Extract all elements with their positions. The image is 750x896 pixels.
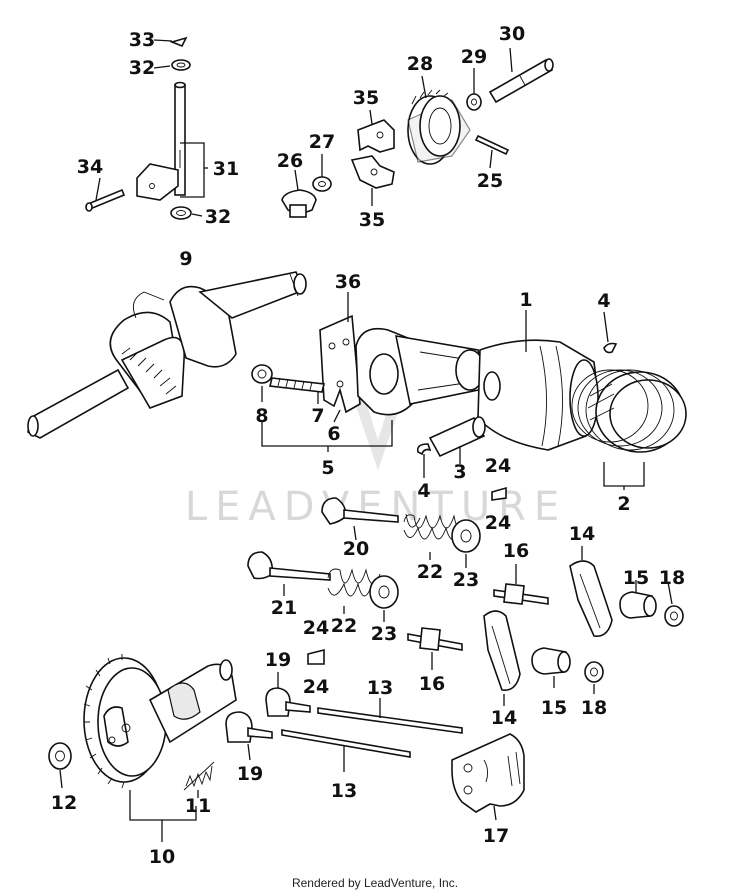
footer-credit: Rendered by LeadVenture, Inc. bbox=[291, 876, 459, 890]
part-29-washer bbox=[466, 93, 482, 111]
part-2-piston-rings bbox=[571, 369, 687, 490]
part-8-nut bbox=[251, 364, 273, 384]
callout-19-lower: 19 bbox=[237, 763, 263, 785]
callout-26: 26 bbox=[277, 150, 303, 172]
callout-34: 34 bbox=[77, 156, 103, 178]
callout-32-top: 32 bbox=[129, 57, 155, 79]
callout-labels: 33 32 34 31 32 26 27 35 35 28 29 30 25 9… bbox=[51, 23, 685, 868]
callout-28: 28 bbox=[407, 53, 433, 75]
callout-11: 11 bbox=[185, 795, 211, 817]
callout-12: 12 bbox=[51, 792, 77, 814]
governor-shaft-group bbox=[85, 36, 208, 220]
part-23-retainer-lower bbox=[369, 575, 399, 609]
part-19-tappet-upper bbox=[265, 687, 311, 717]
callout-15-lower: 15 bbox=[541, 697, 567, 719]
callout-33: 33 bbox=[129, 29, 155, 51]
part-1-piston bbox=[477, 339, 599, 451]
callout-3: 3 bbox=[453, 461, 466, 483]
callout-18-lower: 18 bbox=[581, 697, 607, 719]
part-24-keeper-lower bbox=[307, 648, 325, 665]
callout-30: 30 bbox=[499, 23, 525, 45]
callout-15-upper: 15 bbox=[623, 567, 649, 589]
callout-13-lower: 13 bbox=[331, 780, 357, 802]
governor-gear-group bbox=[281, 47, 554, 218]
callout-27: 27 bbox=[309, 131, 335, 153]
part-9-crankshaft bbox=[27, 271, 307, 439]
part-27-washer bbox=[312, 176, 332, 192]
callout-31: 31 bbox=[213, 158, 239, 180]
part-30-gear-shaft bbox=[488, 58, 554, 104]
part-16-adjust-screw-lower bbox=[407, 627, 463, 651]
part-20-exhaust-valve bbox=[321, 497, 399, 525]
part-17-bracket-plate bbox=[451, 733, 525, 813]
part-34-screw bbox=[86, 188, 126, 211]
callout-22-lower: 22 bbox=[331, 615, 357, 637]
part-3-piston-pin bbox=[428, 416, 486, 458]
part-32-washer-top bbox=[171, 59, 191, 71]
connecting-rod-group bbox=[251, 292, 489, 452]
part-11-spring bbox=[183, 761, 215, 791]
part-18-nut-upper bbox=[664, 605, 684, 627]
callout-4-upper: 4 bbox=[597, 290, 610, 312]
callout-17: 17 bbox=[483, 825, 509, 847]
part-12-washer bbox=[48, 742, 72, 770]
callout-10: 10 bbox=[149, 846, 175, 868]
part-25-pin bbox=[474, 134, 510, 156]
callout-1: 1 bbox=[519, 289, 532, 311]
part-33-pin bbox=[169, 36, 188, 48]
callout-14-upper: 14 bbox=[569, 523, 595, 545]
part-4-clip-upper bbox=[603, 342, 618, 354]
part-10-camshaft bbox=[83, 654, 237, 842]
callout-5: 5 bbox=[321, 457, 334, 479]
callout-22-upper: 22 bbox=[417, 561, 443, 583]
callout-36: 36 bbox=[335, 271, 361, 293]
part-14-rocker-arm-right bbox=[569, 560, 613, 637]
part-4-clip-lower bbox=[416, 443, 432, 456]
part-36-plate bbox=[319, 314, 361, 414]
callout-24-a: 24 bbox=[485, 455, 511, 477]
callout-23-lower: 23 bbox=[371, 623, 397, 645]
callout-16-lower: 16 bbox=[419, 673, 445, 695]
part-35-holder-lower bbox=[350, 155, 395, 189]
part-22-valve-spring-upper bbox=[403, 513, 463, 540]
callout-6: 6 bbox=[327, 423, 340, 445]
callout-2: 2 bbox=[617, 493, 630, 515]
callout-9: 9 bbox=[179, 248, 192, 270]
callout-13-upper: 13 bbox=[367, 677, 393, 699]
callout-20: 20 bbox=[343, 538, 369, 560]
callout-19-upper: 19 bbox=[265, 649, 291, 671]
part-31-governor-arm bbox=[136, 163, 179, 201]
callout-8: 8 bbox=[255, 405, 268, 427]
callout-25: 25 bbox=[477, 170, 503, 192]
part-35-holder-upper bbox=[357, 119, 395, 153]
part-32-washer-bottom bbox=[170, 206, 192, 220]
callout-14-lower: 14 bbox=[491, 707, 517, 729]
callout-4-lower: 4 bbox=[417, 480, 430, 502]
part-14-rocker-arm-left bbox=[483, 610, 521, 691]
callout-29: 29 bbox=[461, 46, 487, 68]
part-13-push-rod-upper bbox=[317, 707, 463, 734]
part-24-keeper-upper bbox=[491, 486, 507, 501]
part-23-retainer-upper bbox=[451, 519, 481, 553]
callout-24-c: 24 bbox=[303, 617, 329, 639]
callout-23-upper: 23 bbox=[453, 569, 479, 591]
callout-16-upper: 16 bbox=[503, 540, 529, 562]
part-16-adjust-screw-upper bbox=[493, 583, 549, 605]
callout-35-upper: 35 bbox=[353, 87, 379, 109]
callout-18-upper: 18 bbox=[659, 567, 685, 589]
callout-24-d: 24 bbox=[303, 676, 329, 698]
callout-35-lower: 35 bbox=[359, 209, 385, 231]
callout-32-bottom: 32 bbox=[205, 206, 231, 228]
part-21-intake-valve bbox=[247, 551, 331, 581]
part-13-push-rod-lower bbox=[281, 729, 411, 758]
part-28-governor-gear bbox=[407, 89, 471, 165]
callout-7: 7 bbox=[311, 405, 324, 427]
callout-24-b: 24 bbox=[485, 512, 511, 534]
part-18-nut-lower bbox=[584, 661, 604, 683]
callout-21: 21 bbox=[271, 597, 297, 619]
part-19-tappet-lower bbox=[225, 711, 273, 743]
